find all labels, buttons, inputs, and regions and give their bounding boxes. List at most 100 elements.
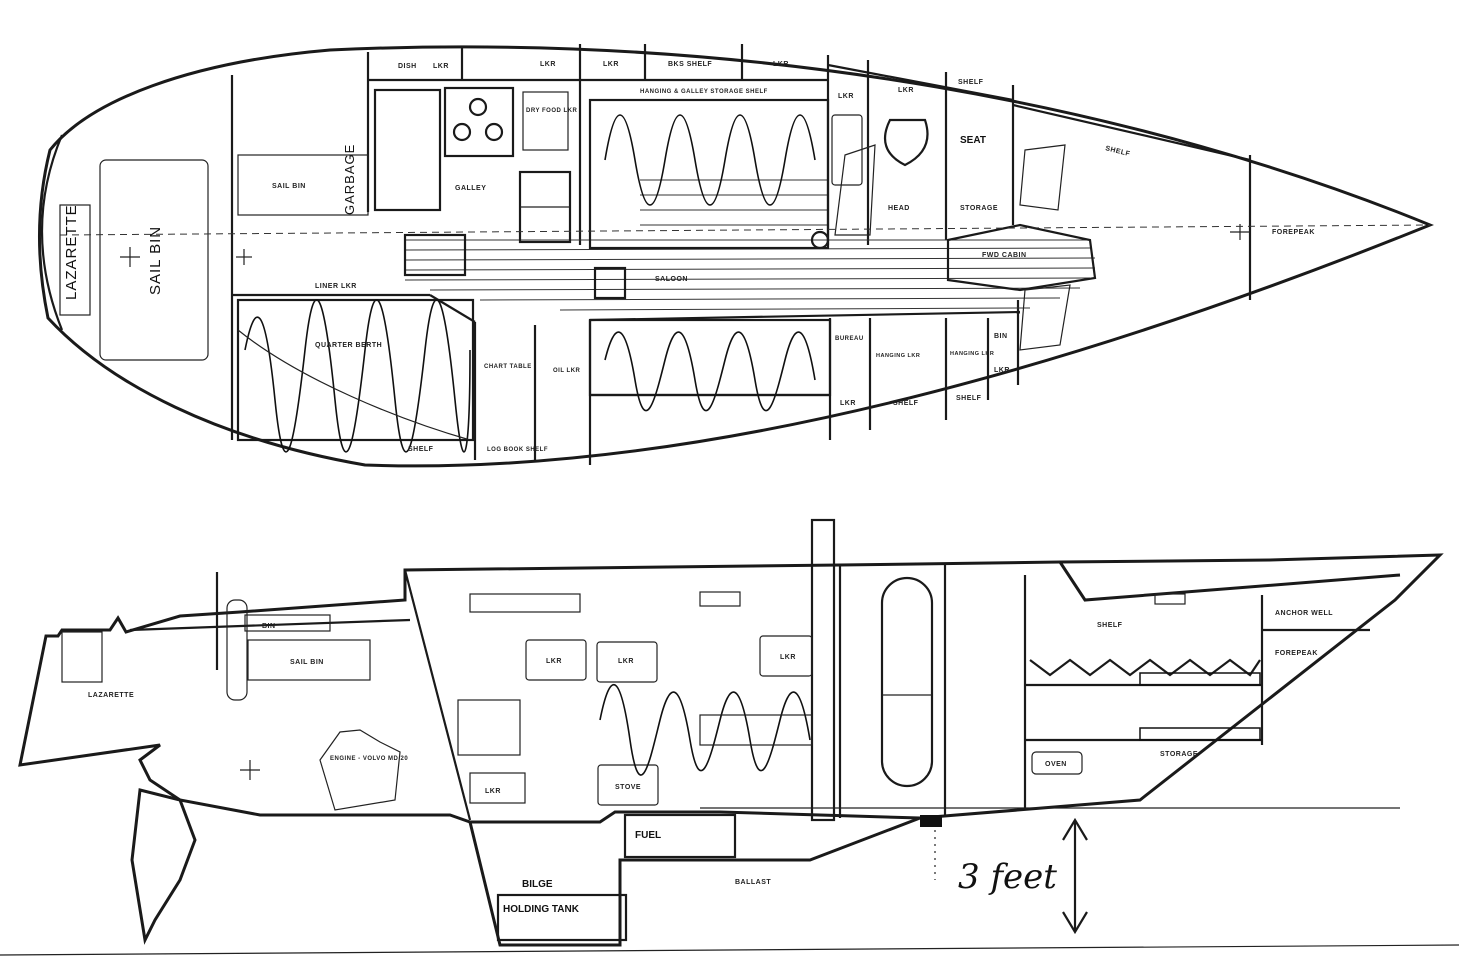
label-lkr: LKR (540, 61, 556, 68)
head-door (880, 576, 934, 788)
label-stove: STOVE (615, 784, 641, 791)
label-lkr: LKR (840, 400, 856, 407)
keel (468, 816, 921, 947)
profile-view: LAZARETTE BIN SAIL BIN ENGINE - VOLVO MD… (0, 518, 1459, 956)
v-berth-cushion (1029, 658, 1261, 677)
hatch (593, 266, 627, 300)
label-galley: GALLEY (455, 185, 486, 192)
label-lkr: LKR (603, 61, 619, 68)
label-seat: SEAT (960, 135, 986, 146)
label-lkr: LKR (773, 61, 789, 68)
settee-starboard (588, 318, 832, 397)
arrow-heads (1062, 817, 1088, 935)
sail-bin-box (237, 154, 369, 216)
cabin-sole-planking (404, 179, 1096, 311)
stove (443, 86, 515, 158)
label-lkr: LKR (433, 63, 449, 70)
burner-icon (468, 97, 488, 117)
plan-hull-outline (38, 45, 1434, 468)
label-shelf: SHELF (893, 400, 919, 407)
label-anchor-well: ANCHOR WELL (1275, 610, 1333, 617)
mast-step-icon (810, 230, 830, 250)
port-light (469, 593, 581, 613)
label-lkr: LKR (780, 654, 796, 661)
sink-cabinet (373, 88, 442, 212)
hatched-shelf (1139, 727, 1261, 741)
settee-cushion-wave (604, 331, 816, 412)
sail-bin-large (99, 159, 209, 361)
label-lkr: LKR (838, 93, 854, 100)
label-bin: BIN (262, 623, 276, 630)
label-lazarette: LAZARETTE (63, 204, 80, 300)
holding-tank (496, 893, 628, 942)
bow-deck (1058, 561, 1401, 602)
quarter-berth-cushion-wave (244, 299, 471, 453)
label-head: HEAD (888, 205, 910, 212)
label-liner-lkr: LINER LKR (315, 283, 357, 290)
label-holding-tank: HOLDING TANK (503, 904, 580, 915)
hatched-shelf (1139, 672, 1261, 686)
label-dish: DISH (398, 63, 417, 70)
toilet-icon (883, 118, 929, 167)
label-hanging-lkr: HANGING LKR (950, 351, 994, 357)
label-garbage: GARBAGE (342, 144, 357, 215)
hanging-locker (831, 114, 863, 186)
label-shelf: SHELF (958, 79, 984, 86)
label-hanging-galley-shelf: HANGING & GALLEY STORAGE SHELF (640, 89, 768, 95)
fwd-pillow (1019, 144, 1066, 211)
label-lkr: LKR (898, 87, 914, 94)
profile-hull-outline (18, 553, 1444, 824)
label-fuel: FUEL (635, 830, 661, 841)
baseline (0, 944, 1459, 956)
lazarette-box (59, 204, 91, 316)
label-bks-shelf: BKS SHELF (668, 61, 712, 68)
label-oil-lkr: OIL LKR (553, 368, 581, 374)
label-saloon: SALOON (655, 276, 688, 283)
fuel-tank (623, 813, 737, 859)
label-bilge: BILGE (522, 879, 553, 890)
label-shelf: SHELF (956, 395, 982, 402)
label-chart-table: CHART TABLE (484, 364, 532, 370)
label-shelf: SHELF (1105, 145, 1132, 158)
label-shelf: SHELF (1097, 622, 1123, 629)
settee-port (588, 98, 830, 250)
label-lkr: LKR (485, 788, 501, 795)
label-forepeak: FOREPEAK (1275, 650, 1318, 657)
label-fwd-cabin: FWD CABIN (982, 252, 1027, 259)
rudder (130, 788, 197, 945)
label-lazarette: LAZARETTE (88, 692, 134, 699)
label-forepeak: FOREPEAK (1272, 229, 1315, 236)
label-ballast: BALLAST (735, 879, 771, 886)
label-lkr: LKR (994, 367, 1010, 374)
oven-box (1031, 751, 1083, 775)
label-engine: ENGINE - VOLVO MD 20 (330, 756, 408, 762)
label-sail-bin: SAIL BIN (290, 659, 324, 666)
quarter-berth (236, 298, 475, 442)
engine (319, 729, 401, 811)
label-storage: STORAGE (960, 205, 998, 212)
companionway-steps (403, 233, 467, 277)
burner-icon (484, 122, 504, 142)
label-log-book-shelf: LOG BOOK SHELF (487, 447, 548, 453)
transom (40, 134, 64, 331)
burner-icon (452, 122, 472, 142)
plan-view: LAZARETTE SAIL BIN SAIL BIN GARBAGE DISH… (38, 44, 1434, 468)
label-hanging-lkr: HANGING LKR (876, 353, 920, 359)
v-berth (946, 223, 1097, 292)
label-oven: OVEN (1045, 761, 1067, 768)
fwd-pillow (1019, 284, 1071, 351)
depth-annotation: 3 feet (958, 857, 1057, 897)
label-shelf: SHELF (408, 446, 434, 453)
label-lkr: LKR (546, 658, 562, 665)
depth-transducer (920, 815, 942, 827)
label-dry-food-lkr: DRY FOOD LKR (526, 108, 578, 114)
label-lkr: LKR (618, 658, 634, 665)
label-bin: BIN (994, 333, 1008, 340)
label-sail-bin: SAIL BIN (272, 183, 306, 190)
label-quarter-berth: QUARTER BERTH (315, 342, 382, 349)
plan-bulkheads (230, 44, 1252, 465)
label-storage: STORAGE (1160, 751, 1198, 758)
stove-profile (457, 699, 521, 756)
settee-cushion-wave (604, 114, 816, 206)
